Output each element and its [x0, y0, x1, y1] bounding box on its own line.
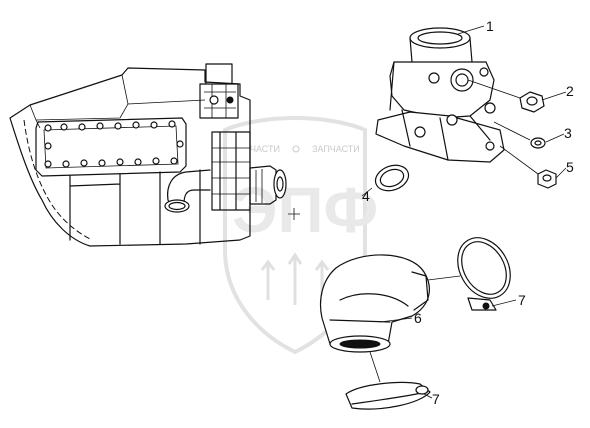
part-3-washer — [530, 137, 546, 149]
right-housing-ribs — [212, 147, 250, 195]
engine-body-outline — [9, 67, 251, 247]
flange-bolt-hole — [485, 141, 495, 151]
watermark-left-word: ЧАСТИ — [250, 144, 280, 154]
elbow-pipe-opening — [164, 199, 190, 213]
top-bracket-detail — [204, 84, 236, 118]
housing-port — [450, 68, 474, 92]
clamp-lower-tab — [415, 385, 429, 395]
part-1-thermostat-housing — [375, 27, 505, 163]
side-flange-plate — [35, 117, 187, 177]
bracket-bolt — [209, 95, 219, 105]
callout-2: 2 — [566, 83, 574, 99]
housing-bolt-hole — [479, 67, 489, 77]
centre-mark — [288, 208, 300, 220]
callout-5: 5 — [566, 159, 574, 175]
housing-neck-sides — [409, 37, 473, 63]
part-7-clamp-upper — [457, 237, 511, 311]
pump-fitting-bore — [276, 176, 284, 192]
hose-upper-collar — [411, 271, 429, 311]
top-bracket — [199, 63, 239, 119]
housing-upper-body — [389, 61, 495, 119]
watermark-wheat-icon — [260, 252, 330, 305]
leader-lines — [361, 25, 567, 399]
housing-top-bore — [417, 31, 463, 45]
callout-1: 1 — [486, 18, 494, 34]
hose-body — [319, 254, 430, 345]
callout-7-lower: 7 — [432, 391, 440, 407]
right-housing — [211, 131, 251, 211]
flange-bolts — [44, 120, 184, 168]
watermark-right-word: ЗАПЧАСТИ — [312, 144, 360, 154]
housing-lower-flange — [375, 111, 505, 163]
pump-fitting-face — [273, 169, 287, 199]
watermark-big-text: ЭПФ — [232, 174, 378, 246]
pump-fitting-ribs — [255, 169, 263, 203]
housing-bolt-hole — [428, 72, 440, 84]
engine-body-hidden-edge — [23, 119, 93, 241]
callout-labels: 1 2 3 4 5 6 7 7 — [362, 18, 574, 407]
clamp-screw — [482, 302, 490, 310]
callout-4: 4 — [362, 188, 370, 204]
callout-6: 6 — [414, 310, 422, 326]
part-7-clamp-lower — [345, 381, 431, 410]
outlet-elbow-pipe — [167, 169, 211, 205]
clamp-screw-housing — [467, 297, 497, 311]
engine-top-edges — [29, 74, 206, 129]
lower-frame — [69, 169, 201, 245]
watermark-shield — [223, 115, 367, 355]
flange-inner-edge — [43, 125, 179, 169]
flange-bolt-hole — [446, 114, 458, 126]
part-4-gasket — [374, 164, 410, 192]
callout-7-upper: 7 — [518, 292, 526, 308]
housing-rib-lines — [389, 61, 491, 161]
part-6-elbow-hose — [319, 254, 430, 353]
hose-lower-bore — [339, 339, 381, 349]
flange-bolt-hole — [414, 126, 426, 138]
bracket-bolt — [226, 96, 234, 104]
part-2-nut — [519, 91, 545, 113]
callout-3: 3 — [564, 125, 572, 141]
elbow-pipe-bore — [168, 201, 186, 211]
pump-fitting — [249, 165, 277, 205]
housing-top-neck — [409, 27, 471, 49]
engine-housing — [9, 63, 300, 247]
flange-bolt-hole — [484, 102, 496, 114]
assembly-axis-lines — [467, 79, 539, 175]
part-5-nut — [537, 169, 557, 189]
watermark-dot-icon — [292, 145, 300, 153]
